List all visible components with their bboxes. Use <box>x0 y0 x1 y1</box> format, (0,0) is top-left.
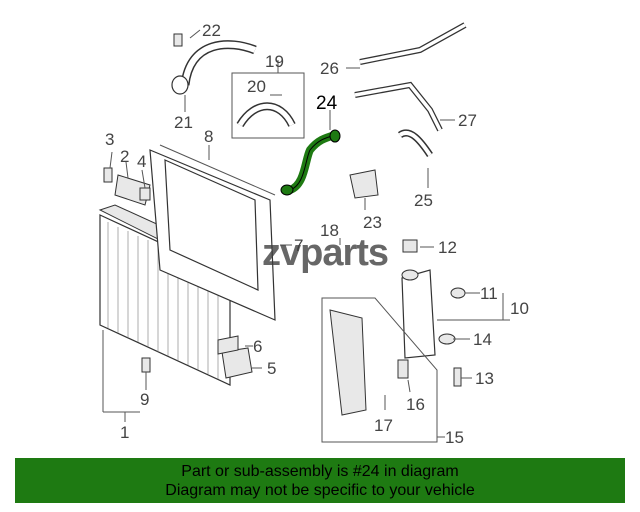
callout-14: 14 <box>473 330 492 349</box>
callout-1: 1 <box>120 423 129 442</box>
callout-9: 9 <box>140 390 149 409</box>
callout-2: 2 <box>120 147 129 166</box>
callout-6: 6 <box>253 337 262 356</box>
bracket-assembly <box>103 167 151 206</box>
callout-12: 12 <box>438 238 457 257</box>
bracket-17 <box>329 309 367 416</box>
callout-16: 16 <box>406 395 425 414</box>
mount-pad <box>221 347 253 379</box>
callout-7: 7 <box>294 236 303 255</box>
expansion-tank <box>401 269 436 359</box>
callout-20: 20 <box>247 77 266 96</box>
water-pump-23 <box>349 169 379 199</box>
coolant-pipe-26 <box>359 22 467 65</box>
cap-12 <box>402 239 418 253</box>
callout-26: 26 <box>320 59 339 78</box>
info-banner: Part or sub-assembly is #24 in diagram D… <box>15 458 625 503</box>
callout-3: 3 <box>105 130 114 149</box>
banner-line-2: Diagram may not be specific to your vehi… <box>165 482 475 499</box>
callout-5: 5 <box>267 359 276 378</box>
callout-23: 23 <box>363 213 382 232</box>
callout-15: 15 <box>445 428 464 447</box>
clip-11 <box>450 287 466 299</box>
hose-24 <box>280 129 341 196</box>
leader-lines <box>102 29 510 438</box>
subassembly-box-15 <box>321 297 438 443</box>
callout-4: 4 <box>137 152 146 171</box>
banner-line-1: Part or sub-assembly is #24 in diagram <box>181 463 459 480</box>
watermark-logo: zvparts <box>262 232 389 274</box>
drain-plug <box>141 357 151 373</box>
callout-11: 11 <box>480 284 498 303</box>
callout-13: 13 <box>475 369 494 388</box>
mount-bushing <box>217 335 239 355</box>
sensor-13 <box>453 367 462 387</box>
callout-21: 21 <box>174 113 193 132</box>
callout-24: 24 <box>316 93 338 114</box>
subassembly-box-19 <box>231 72 305 139</box>
callout-19: 19 <box>265 52 284 71</box>
sensor-16 <box>397 359 409 379</box>
callout-18: 18 <box>320 221 339 240</box>
fan-shroud <box>149 144 276 321</box>
callout-22: 22 <box>202 21 221 40</box>
callout-25: 25 <box>414 191 433 210</box>
callout-10: 10 <box>510 299 529 318</box>
clip-14 <box>438 333 456 345</box>
callout-8: 8 <box>204 127 213 146</box>
callout-27: 27 <box>458 111 477 130</box>
upper-hose-assembly <box>171 33 257 95</box>
callout-17: 17 <box>374 416 393 435</box>
